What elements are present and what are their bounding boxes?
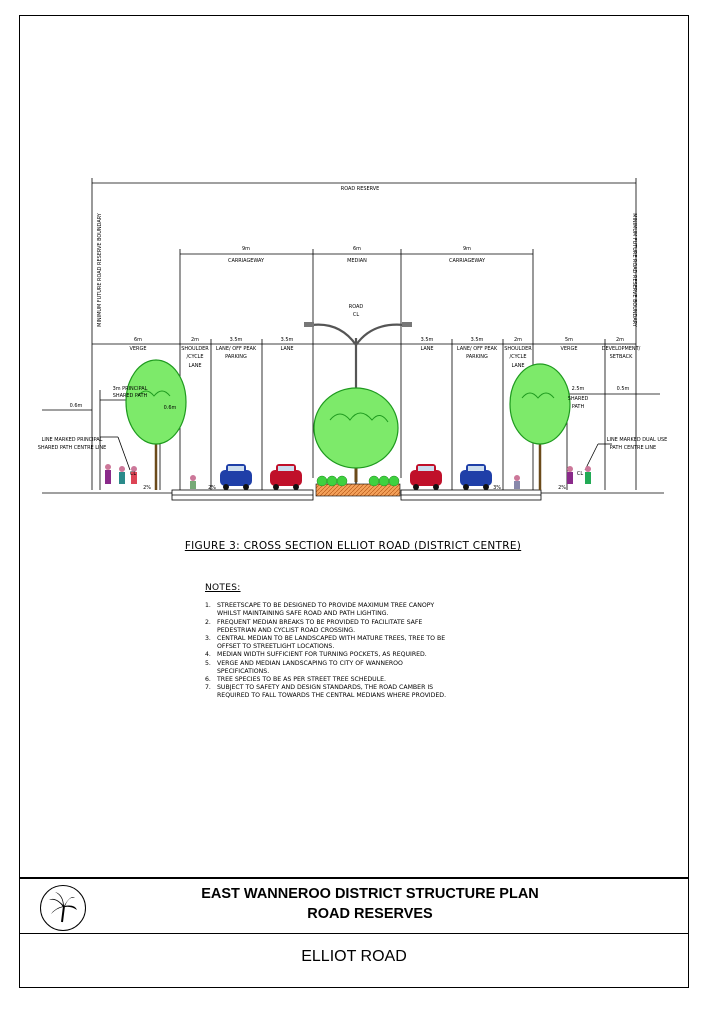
- note-item: 3.CENTRAL MEDIAN TO BE LANDSCAPED WITH M…: [205, 635, 446, 651]
- svg-text:LANE/ OFF PEAK: LANE/ OFF PEAK: [216, 346, 257, 352]
- svg-text:LANE: LANE: [280, 346, 293, 352]
- svg-text:LANE: LANE: [420, 346, 433, 352]
- notes-block: NOTES: 1.STREETSCAPE TO BE DESIGNED TO P…: [205, 583, 455, 701]
- note-item: 4.MEDIAN WIDTH SUFFICIENT FOR TURNING PO…: [205, 651, 427, 659]
- svg-text:DEVELOPMENT/: DEVELOPMENT/: [602, 346, 641, 352]
- car-blue-right: [460, 464, 492, 490]
- svg-text:3%: 3%: [493, 485, 501, 491]
- svg-text:6m: 6m: [134, 337, 142, 343]
- svg-text:3.5m: 3.5m: [421, 337, 434, 343]
- right-boundary-label: MINIMUM FUTURE ROAD RESERVE BOUNDARY: [631, 213, 637, 328]
- svg-text:LINE MARKED PRINCIPAL: LINE MARKED PRINCIPAL: [42, 437, 103, 443]
- svg-text:0.6m: 0.6m: [70, 403, 83, 409]
- svg-text:3.5m: 3.5m: [281, 337, 294, 343]
- svg-text:PATH: PATH: [572, 404, 585, 410]
- city-logo-icon: [40, 885, 86, 931]
- svg-text:LINE MARKED DUAL USE: LINE MARKED DUAL USE: [607, 437, 668, 443]
- median-label: MEDIAN: [347, 258, 367, 264]
- svg-text:SHARED: SHARED: [568, 396, 589, 402]
- right-verge-tree: [509, 363, 571, 490]
- car-red-left: [270, 464, 302, 490]
- title-line-1: EAST WANNEROO DISTRICT STRUCTURE PLAN: [201, 886, 539, 902]
- svg-text:CL: CL: [577, 471, 583, 477]
- svg-text:CARRIAGEWAY: CARRIAGEWAY: [449, 258, 486, 264]
- median-shrubs: [316, 475, 400, 487]
- svg-text:2m: 2m: [514, 337, 522, 343]
- road-reserve-label: ROAD RESERVE: [341, 186, 379, 192]
- svg-text:3.5m: 3.5m: [230, 337, 243, 343]
- svg-text:/CYCLE: /CYCLE: [186, 354, 203, 360]
- svg-text:2%: 2%: [208, 485, 216, 491]
- svg-text:SHOULDER: SHOULDER: [181, 346, 209, 352]
- pedestrian-figures: [105, 464, 591, 489]
- svg-text:SHARED PATH CENTRE LINE: SHARED PATH CENTRE LINE: [38, 445, 107, 451]
- svg-text:CARRIAGEWAY: CARRIAGEWAY: [228, 258, 265, 264]
- note-item: 2.FREQUENT MEDIAN BREAKS TO BE PROVIDED …: [205, 618, 423, 634]
- svg-text:LANE: LANE: [188, 363, 201, 369]
- svg-text:2.5m: 2.5m: [572, 386, 585, 392]
- road-name-block: [19, 933, 689, 988]
- svg-text:3m PRINCIPAL: 3m PRINCIPAL: [113, 386, 148, 392]
- median-tree: [313, 387, 399, 482]
- road-name: ELLIOT ROAD: [301, 948, 407, 965]
- svg-text:PARKING: PARKING: [466, 354, 488, 360]
- svg-text:LANE/ OFF PEAK: LANE/ OFF PEAK: [457, 346, 498, 352]
- svg-text:SETBACK: SETBACK: [610, 354, 633, 360]
- note-item: 6.TREE SPECIES TO BE AS PER STREET TREE …: [205, 676, 387, 684]
- figure-caption: FIGURE 3: CROSS SECTION ELLIOT ROAD (DIS…: [184, 540, 522, 552]
- svg-text:SHOULDER: SHOULDER: [504, 346, 532, 352]
- title-line-2: ROAD RESERVES: [307, 906, 433, 922]
- svg-text:9m: 9m: [463, 246, 471, 252]
- svg-text:2%: 2%: [558, 485, 566, 491]
- svg-text:PATH CENTRE LINE: PATH CENTRE LINE: [610, 445, 656, 451]
- note-item: 1.STREETSCAPE TO BE DESIGNED TO PROVIDE …: [205, 602, 435, 618]
- cross-section-diagram: ROAD RESERVE 9m CARRIAGEWAY 6m MEDIAN 9m…: [38, 178, 668, 501]
- svg-text:2m: 2m: [616, 337, 624, 343]
- svg-text:3.5m: 3.5m: [471, 337, 484, 343]
- svg-text:0.6m: 0.6m: [164, 405, 177, 411]
- svg-text:VERGE: VERGE: [130, 346, 147, 352]
- left-verge-tree: [125, 359, 187, 490]
- car-blue-left: [220, 464, 252, 490]
- median-landscaping: [315, 483, 401, 497]
- svg-text:CL: CL: [353, 312, 359, 318]
- svg-text:LANE: LANE: [511, 363, 524, 369]
- svg-text:/CYCLE: /CYCLE: [509, 354, 526, 360]
- note-item: 5.VERGE AND MEDIAN LANDSCAPING TO CITY O…: [205, 659, 403, 675]
- svg-text:9m: 9m: [242, 246, 250, 252]
- left-boundary-label: MINIMUM FUTURE ROAD RESERVE BOUNDARY: [97, 212, 103, 327]
- svg-text:VERGE: VERGE: [561, 346, 578, 352]
- notes-heading: NOTES:: [205, 583, 241, 593]
- svg-text:2m: 2m: [191, 337, 199, 343]
- svg-text:2%: 2%: [143, 485, 151, 491]
- car-red-right: [410, 464, 442, 490]
- svg-text:ROAD: ROAD: [349, 304, 364, 310]
- svg-text:0.5m: 0.5m: [617, 386, 630, 392]
- svg-text:CL: CL: [130, 471, 136, 477]
- svg-text:6m: 6m: [353, 246, 361, 252]
- svg-text:5m: 5m: [565, 337, 573, 343]
- svg-text:PARKING: PARKING: [225, 354, 247, 360]
- note-item: 7.SUBJECT TO SAFETY AND DESIGN STANDARDS…: [205, 684, 447, 700]
- svg-text:SHARED PATH: SHARED PATH: [113, 393, 148, 399]
